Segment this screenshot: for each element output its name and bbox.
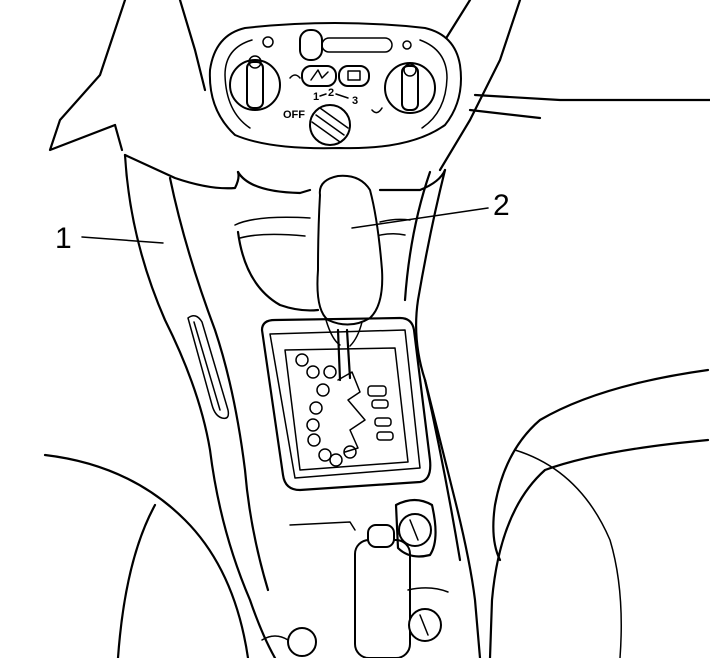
gear-selector-gate [260, 316, 432, 492]
fan-speed-2-label: 2 [328, 87, 334, 99]
callout-1: 1 [55, 222, 164, 255]
dashboard-outline [48, 0, 710, 172]
lighter-socket [398, 513, 432, 547]
key-lock [408, 608, 442, 642]
fan-speed-3-label: 3 [352, 95, 358, 107]
callout-2: 2 [351, 189, 510, 229]
fan-speed-1-label: 1 [313, 91, 319, 103]
air-distribution-knob [384, 62, 436, 114]
callout-1-leader [81, 236, 164, 244]
fan-speed-knob [309, 104, 351, 146]
fan-off-label: OFF [283, 109, 305, 121]
center-console-panel [123, 153, 482, 660]
shift-rod-2 [345, 328, 352, 380]
heater-control-panel: OFF 1 2 3 [208, 22, 462, 150]
callout-2-number: 2 [493, 189, 510, 222]
seat-outlines [43, 368, 710, 660]
callout-1-number: 1 [55, 222, 72, 255]
gear-selector-knob [316, 174, 384, 347]
gate-position-markers [295, 353, 357, 467]
shift-rod [336, 328, 342, 382]
callout-2-leader [351, 207, 489, 229]
temperature-knob [229, 55, 281, 111]
lower-console-switches [261, 498, 449, 659]
